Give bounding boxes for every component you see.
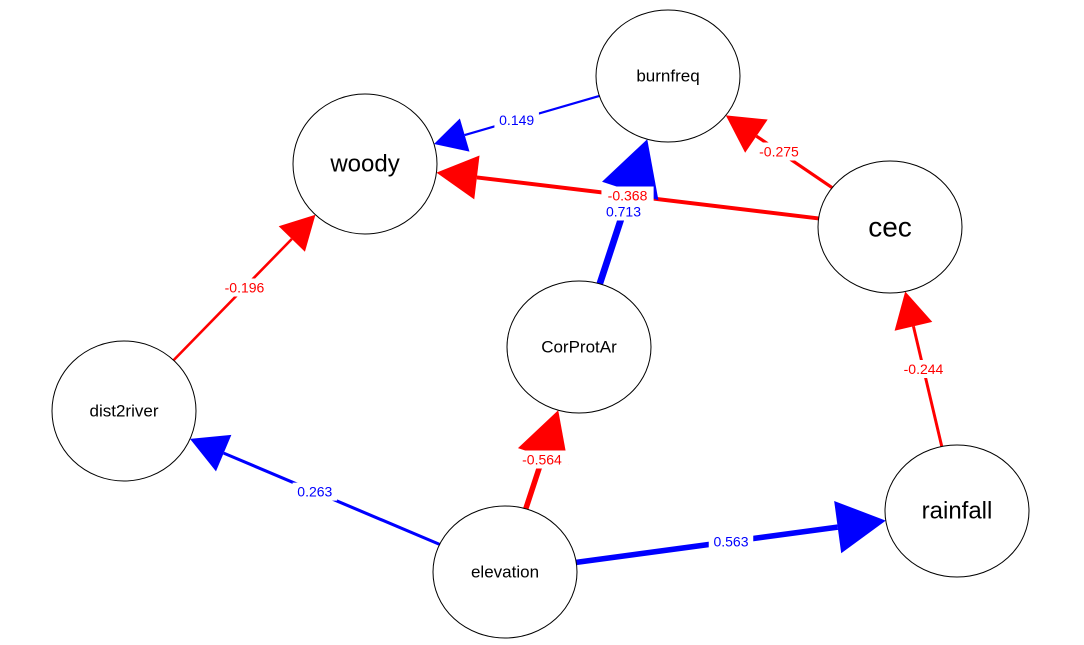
node-label: rainfall — [922, 498, 993, 525]
node-label: elevation — [471, 563, 539, 582]
edge-label-bg — [897, 360, 950, 378]
node-label: woody — [329, 151, 399, 178]
arrowhead — [894, 291, 933, 331]
node-burnfreq: burnfreq — [595, 9, 741, 143]
edge-line — [911, 325, 944, 447]
edge-rainfall-cec — [894, 291, 944, 447]
edge-label-text: 0.713 — [606, 204, 641, 220]
edge-label-bg — [218, 278, 271, 297]
edge-label-bg — [515, 450, 569, 469]
node-circle — [884, 444, 1030, 578]
node-circle — [51, 340, 197, 482]
node-label: burnfreq — [636, 67, 699, 86]
node-elevation: elevation — [432, 505, 578, 639]
edge-line — [575, 524, 839, 566]
edge-label-bg — [292, 482, 338, 501]
arrowhead — [433, 118, 470, 152]
arrowhead — [436, 155, 480, 200]
node-cec: cec — [817, 160, 963, 294]
edge-label-text: -0.196 — [225, 280, 265, 296]
node-circle — [817, 160, 963, 294]
edge-label-text: -0.275 — [759, 144, 799, 160]
node-label: CorProtAr — [541, 338, 617, 357]
node-circle — [432, 505, 578, 639]
arrowhead — [602, 139, 659, 201]
node-dist2river: dist2river — [51, 340, 197, 482]
edge-label-text: -0.244 — [904, 361, 944, 377]
arrowhead — [725, 115, 768, 153]
arrowhead — [190, 434, 232, 472]
edge-label-elevation-dist2river: 0.263 — [292, 482, 338, 501]
edge-label-bg — [708, 532, 754, 551]
edge-label-cec-woody: -0.368 — [601, 186, 654, 205]
arrowhead — [834, 500, 886, 554]
edge-label-text: 0.149 — [499, 112, 534, 128]
node-circle — [506, 280, 652, 414]
edge-label-bg — [601, 186, 654, 205]
edge-label-bg — [494, 110, 539, 129]
edge-label-text: 0.563 — [713, 534, 748, 550]
node-CorProtAr: CorProtAr — [506, 280, 652, 414]
edge-elevation-rainfall — [575, 500, 886, 566]
node-label: dist2river — [90, 402, 159, 421]
edge-label-dist2river-woody: -0.196 — [218, 278, 271, 297]
edge-dist2river-woody — [172, 214, 316, 362]
node-rainfall: rainfall — [884, 444, 1030, 578]
edge-label-rainfall-cec: -0.244 — [897, 360, 950, 378]
node-woody: woody — [292, 93, 438, 235]
node-circle — [292, 93, 438, 235]
node-circle — [595, 9, 741, 143]
edge-label-elevation-CorProtAr: -0.564 — [515, 450, 569, 469]
edge-label-bg — [752, 142, 806, 161]
arrowhead — [278, 214, 316, 252]
edge-line — [172, 238, 293, 362]
edge-label-CorProtAr-burnfreq: 0.713 — [601, 202, 646, 221]
edge-label-text: 0.263 — [297, 484, 332, 500]
edge-label-cec-burnfreq: -0.275 — [752, 142, 806, 161]
edge-label-elevation-rainfall: 0.563 — [708, 532, 754, 551]
edge-label-text: -0.564 — [522, 452, 562, 468]
edge-label-bg — [601, 202, 646, 221]
edge-label-text: -0.368 — [608, 188, 648, 204]
edge-label-burnfreq-woody: 0.149 — [494, 110, 539, 129]
node-label: cec — [868, 212, 912, 243]
